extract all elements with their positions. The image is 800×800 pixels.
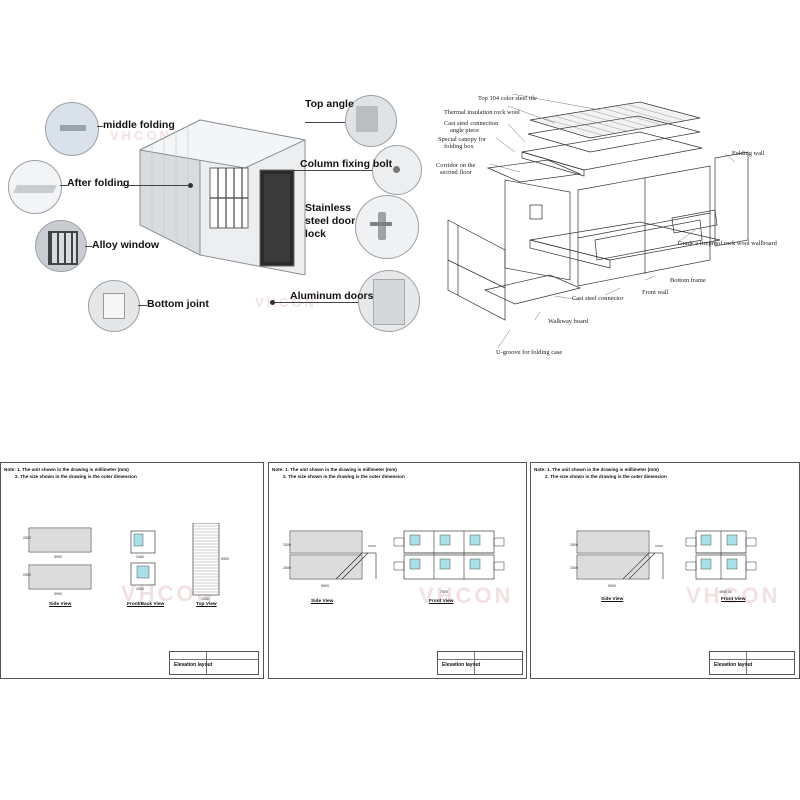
middle-folding-thumbnail bbox=[45, 102, 99, 156]
door-lock-thumbnail bbox=[355, 195, 419, 259]
dimension-label: 2500 bbox=[283, 566, 291, 570]
label-insulation: Thermal insulation rock wool bbox=[444, 109, 520, 116]
dimension-label: 5900 bbox=[608, 584, 616, 588]
dimension-label: 5900 bbox=[54, 555, 62, 559]
label-cast-connection: Cast steel connection bbox=[444, 120, 499, 127]
aluminum-doors-label: Aluminum doors bbox=[290, 290, 374, 302]
label-corridor: Corridor on the bbox=[436, 162, 476, 169]
leader-dot bbox=[270, 300, 275, 305]
bottom-joint-thumbnail bbox=[88, 280, 140, 332]
sheet-note-1: Note: 1. The unit shown in the drawing i… bbox=[534, 467, 659, 472]
label-canopy: Special canopy for bbox=[438, 136, 486, 143]
aluminum-doors-thumbnail bbox=[358, 270, 420, 332]
alloy-window-thumbnail bbox=[35, 220, 87, 272]
elevation-sheet-3: VHCON Note: 1. The unit shown in the dra… bbox=[530, 462, 800, 679]
label-front-wall: Front wall bbox=[642, 289, 669, 296]
title-block: Elevation layout bbox=[437, 651, 523, 675]
after-folding-thumbnail bbox=[8, 160, 62, 214]
exploded-linework bbox=[447, 93, 749, 349]
middle-folding-label: middle folding bbox=[103, 119, 175, 131]
side-view-drawing bbox=[28, 523, 220, 596]
alloy-window-label: Alloy window bbox=[92, 239, 160, 251]
label-walkway: Walkway board bbox=[548, 318, 589, 325]
exploded-structure-diagram: Top 104 color steel tile Thermal insulat… bbox=[430, 90, 800, 360]
view-label-top: Top View bbox=[196, 602, 217, 607]
sheet-note-2: 2. The size shown in the drawing is the … bbox=[283, 474, 405, 479]
container-house-illustration bbox=[138, 119, 307, 275]
feature-callout-panel: VHCON VHCON bbox=[0, 90, 422, 340]
view-label-front: Front View bbox=[721, 597, 746, 602]
dimension-label: 5900 bbox=[54, 592, 62, 596]
leader-line bbox=[120, 185, 190, 186]
view-label-side: Side View bbox=[311, 599, 334, 604]
leader-line bbox=[305, 122, 345, 123]
two-storey-elevation-drawing bbox=[576, 530, 757, 580]
bottom-joint-label: Bottom joint bbox=[147, 298, 209, 310]
top-angle-label: Top angle bbox=[305, 98, 354, 110]
title-block: Elevation layout bbox=[169, 651, 259, 675]
dimension-label: 4900,00 bbox=[719, 590, 732, 594]
view-label-front: Front View bbox=[429, 599, 454, 604]
leader-line bbox=[272, 302, 358, 303]
watermark: VHCON bbox=[419, 583, 514, 608]
leader-line bbox=[285, 170, 372, 171]
label-wallboard: Grade a fireproof rock wool wallboard bbox=[678, 240, 777, 247]
dimension-label: 2500 bbox=[570, 566, 578, 570]
sheet-note-1: Note: 1. The unit shown in the drawing i… bbox=[272, 467, 397, 472]
leader-dot bbox=[188, 183, 193, 188]
leader-line bbox=[60, 185, 67, 186]
view-label-front-back: Front/Back View bbox=[127, 602, 165, 607]
leader-line bbox=[85, 246, 92, 247]
column-fixing-bolt-thumbnail bbox=[372, 145, 422, 195]
label-bottom-frame: Bottom frame bbox=[670, 277, 706, 284]
after-folding-label: After folding bbox=[67, 177, 130, 189]
top-angle-thumbnail bbox=[345, 95, 397, 147]
leader-line bbox=[97, 126, 103, 127]
leader-line bbox=[138, 305, 147, 306]
label-cast-connector: Cast steel connector bbox=[572, 295, 624, 302]
dimension-label: 5900 bbox=[321, 584, 329, 588]
title-block-title: Elevation layout bbox=[714, 662, 753, 668]
label-folding-wall: Folding wall bbox=[732, 150, 765, 157]
sheet-note-1: Note: 1. The unit shown in the drawing i… bbox=[4, 467, 129, 472]
sheet-note-2: 2. The size shown in the drawing is the … bbox=[545, 474, 667, 479]
dimension-label: 2480 bbox=[136, 555, 144, 559]
sheet-note-2: 2. The size shown in the drawing is the … bbox=[15, 474, 137, 479]
view-label-side: Side View bbox=[49, 602, 72, 607]
dimension-label: 2500 bbox=[23, 536, 31, 540]
dimension-label: 7500 bbox=[440, 590, 448, 594]
watermark: VHCON bbox=[110, 128, 172, 143]
label-cast-connection-2: angle piece bbox=[450, 127, 479, 134]
dimension-label: 2500 bbox=[23, 573, 31, 577]
label-u-groove: U-groove for folding case bbox=[496, 349, 563, 356]
label-corridor-2: second floor bbox=[440, 169, 472, 176]
title-block: Elevation layout bbox=[709, 651, 795, 675]
title-block-title: Elevation layout bbox=[442, 662, 481, 668]
watermark: VHCON bbox=[686, 583, 781, 608]
label-canopy-2: folding box bbox=[444, 143, 474, 150]
dimension-label: 2500 bbox=[570, 543, 578, 547]
two-storey-elevation-drawing bbox=[289, 530, 505, 580]
dimension-label: 2500 bbox=[283, 543, 291, 547]
elevation-sheet-1: VHCON Note: 1. The unit shown in the dra… bbox=[0, 462, 264, 679]
elevation-sheet-2: VHCON Note: 1. The unit shown in the dra… bbox=[268, 462, 527, 679]
column-fixing-bolt-label: Column fixing bolt bbox=[300, 158, 393, 170]
door-lock-label: Stainless steel door lock bbox=[305, 202, 356, 240]
dimension-label: 5900 bbox=[221, 557, 229, 561]
label-top-tile: Top 104 color steel tile bbox=[478, 95, 537, 102]
title-block-title: Elevation layout bbox=[174, 662, 213, 668]
dimension-label: 2500 bbox=[136, 587, 144, 591]
view-label-side: Side View bbox=[601, 597, 624, 602]
dimension-label: 2500 bbox=[201, 597, 209, 601]
